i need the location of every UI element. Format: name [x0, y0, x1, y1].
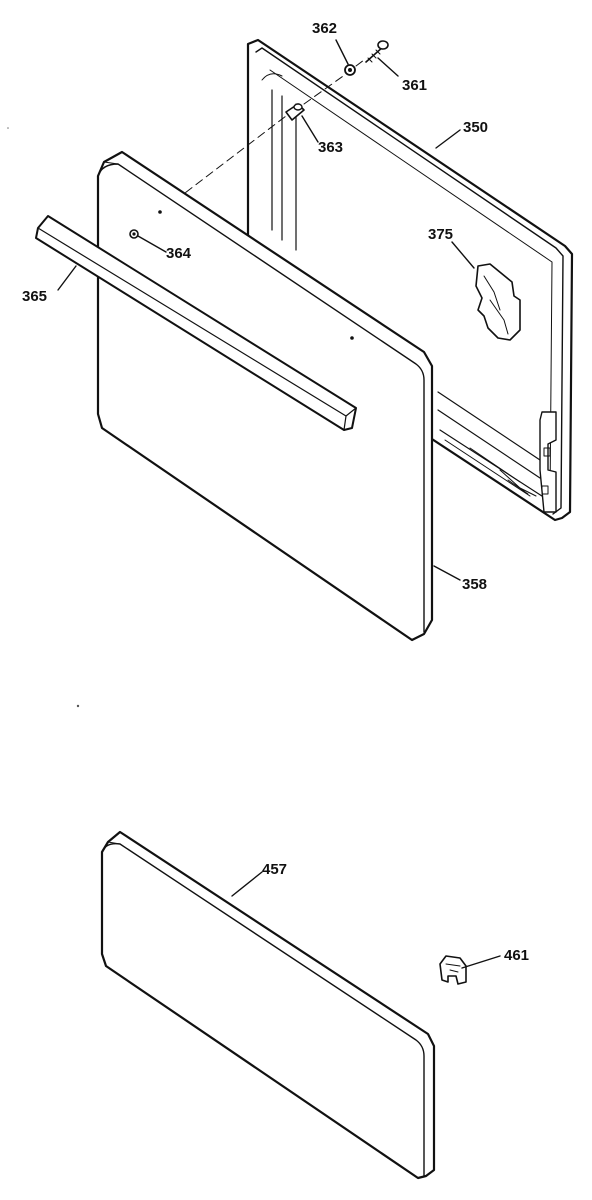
- outer-door-358: [96, 150, 434, 642]
- handle-365: [35, 215, 357, 431]
- label-461: 461: [504, 947, 529, 964]
- label-457: 457: [262, 861, 287, 878]
- spacer-363: [285, 103, 305, 121]
- label-362: 362: [312, 20, 337, 37]
- label-375: 375: [428, 226, 453, 243]
- drawer-front-457: [100, 830, 436, 1180]
- label-361: 361: [402, 77, 427, 94]
- part-labels: 362 361 350 363 375 364 365 358 457 461: [22, 20, 529, 964]
- label-365: 365: [22, 288, 47, 305]
- label-364: 364: [166, 245, 192, 262]
- leader-lines: [57, 39, 501, 969]
- label-358: 358: [462, 576, 487, 593]
- label-363: 363: [318, 139, 343, 156]
- clip-461: [439, 955, 467, 985]
- inner-door-panel: [246, 38, 574, 522]
- label-350: 350: [463, 119, 488, 136]
- insulation-375: [475, 263, 521, 341]
- nut-362: [344, 64, 356, 76]
- screw-361: [365, 40, 389, 63]
